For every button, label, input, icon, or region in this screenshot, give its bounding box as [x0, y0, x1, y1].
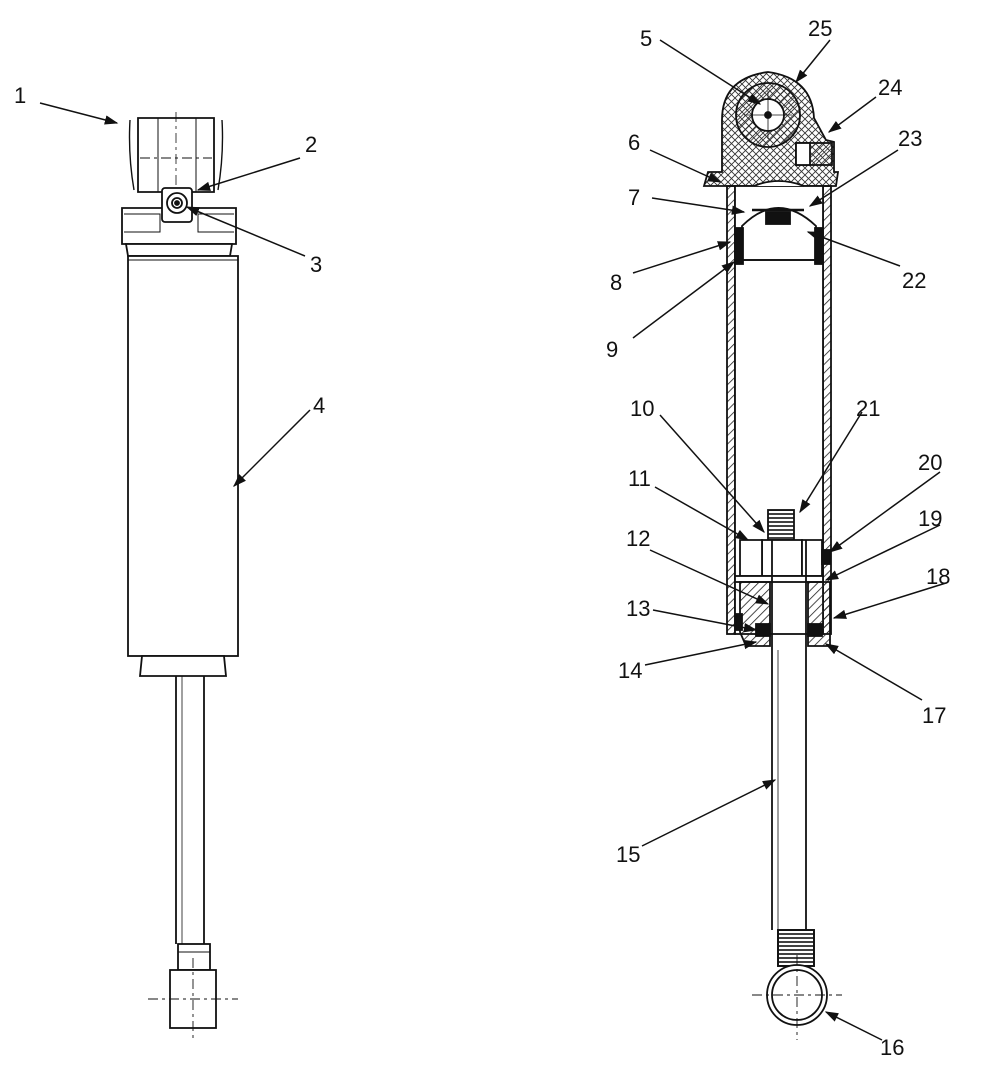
callout-8: 8 [610, 270, 622, 295]
sectional-piston-rod [771, 540, 807, 930]
callout-21: 21 [856, 396, 880, 421]
callout-20: 20 [918, 450, 942, 475]
callout-24: 24 [878, 75, 902, 100]
callout-13: 13 [626, 596, 650, 621]
fill-valve-icon [166, 192, 188, 214]
top-mount-eye [128, 112, 224, 196]
callout-14: 14 [618, 658, 642, 683]
leader-lines [39, 39, 947, 1041]
callout-18: 18 [926, 564, 950, 589]
callout-2: 2 [305, 132, 317, 157]
callout-22: 22 [902, 268, 926, 293]
fill-screw [795, 142, 833, 166]
lower-eye-icon [752, 955, 842, 1040]
sectional-shock-view [702, 71, 842, 1040]
callout-11: 11 [628, 466, 651, 491]
lower-mount [148, 943, 238, 1040]
callout-4: 4 [313, 393, 325, 418]
callout-19: 19 [918, 506, 942, 531]
callout-6: 6 [628, 130, 640, 155]
floating-piston [734, 180, 824, 265]
callout-3: 3 [310, 252, 322, 277]
callout-23: 23 [898, 126, 922, 151]
callout-labels: 1 2 3 4 5 25 24 6 23 7 22 8 9 10 21 11 2… [14, 16, 950, 1060]
callout-25: 25 [808, 16, 832, 41]
eye-bushing-icon [735, 82, 801, 148]
callout-16: 16 [880, 1035, 904, 1060]
callout-15: 15 [616, 842, 640, 867]
exterior-piston-rod [175, 676, 205, 944]
callout-10: 10 [630, 396, 654, 421]
exterior-shock-view [121, 112, 239, 1040]
callout-9: 9 [606, 337, 618, 362]
rod-end-thread [777, 929, 815, 967]
callout-5: 5 [640, 26, 652, 51]
main-piston [734, 509, 831, 583]
callout-7: 7 [628, 185, 640, 210]
callout-1: 1 [14, 83, 26, 108]
shock-body-cylinder [127, 255, 239, 677]
callout-17: 17 [922, 703, 946, 728]
callout-12: 12 [626, 526, 650, 551]
